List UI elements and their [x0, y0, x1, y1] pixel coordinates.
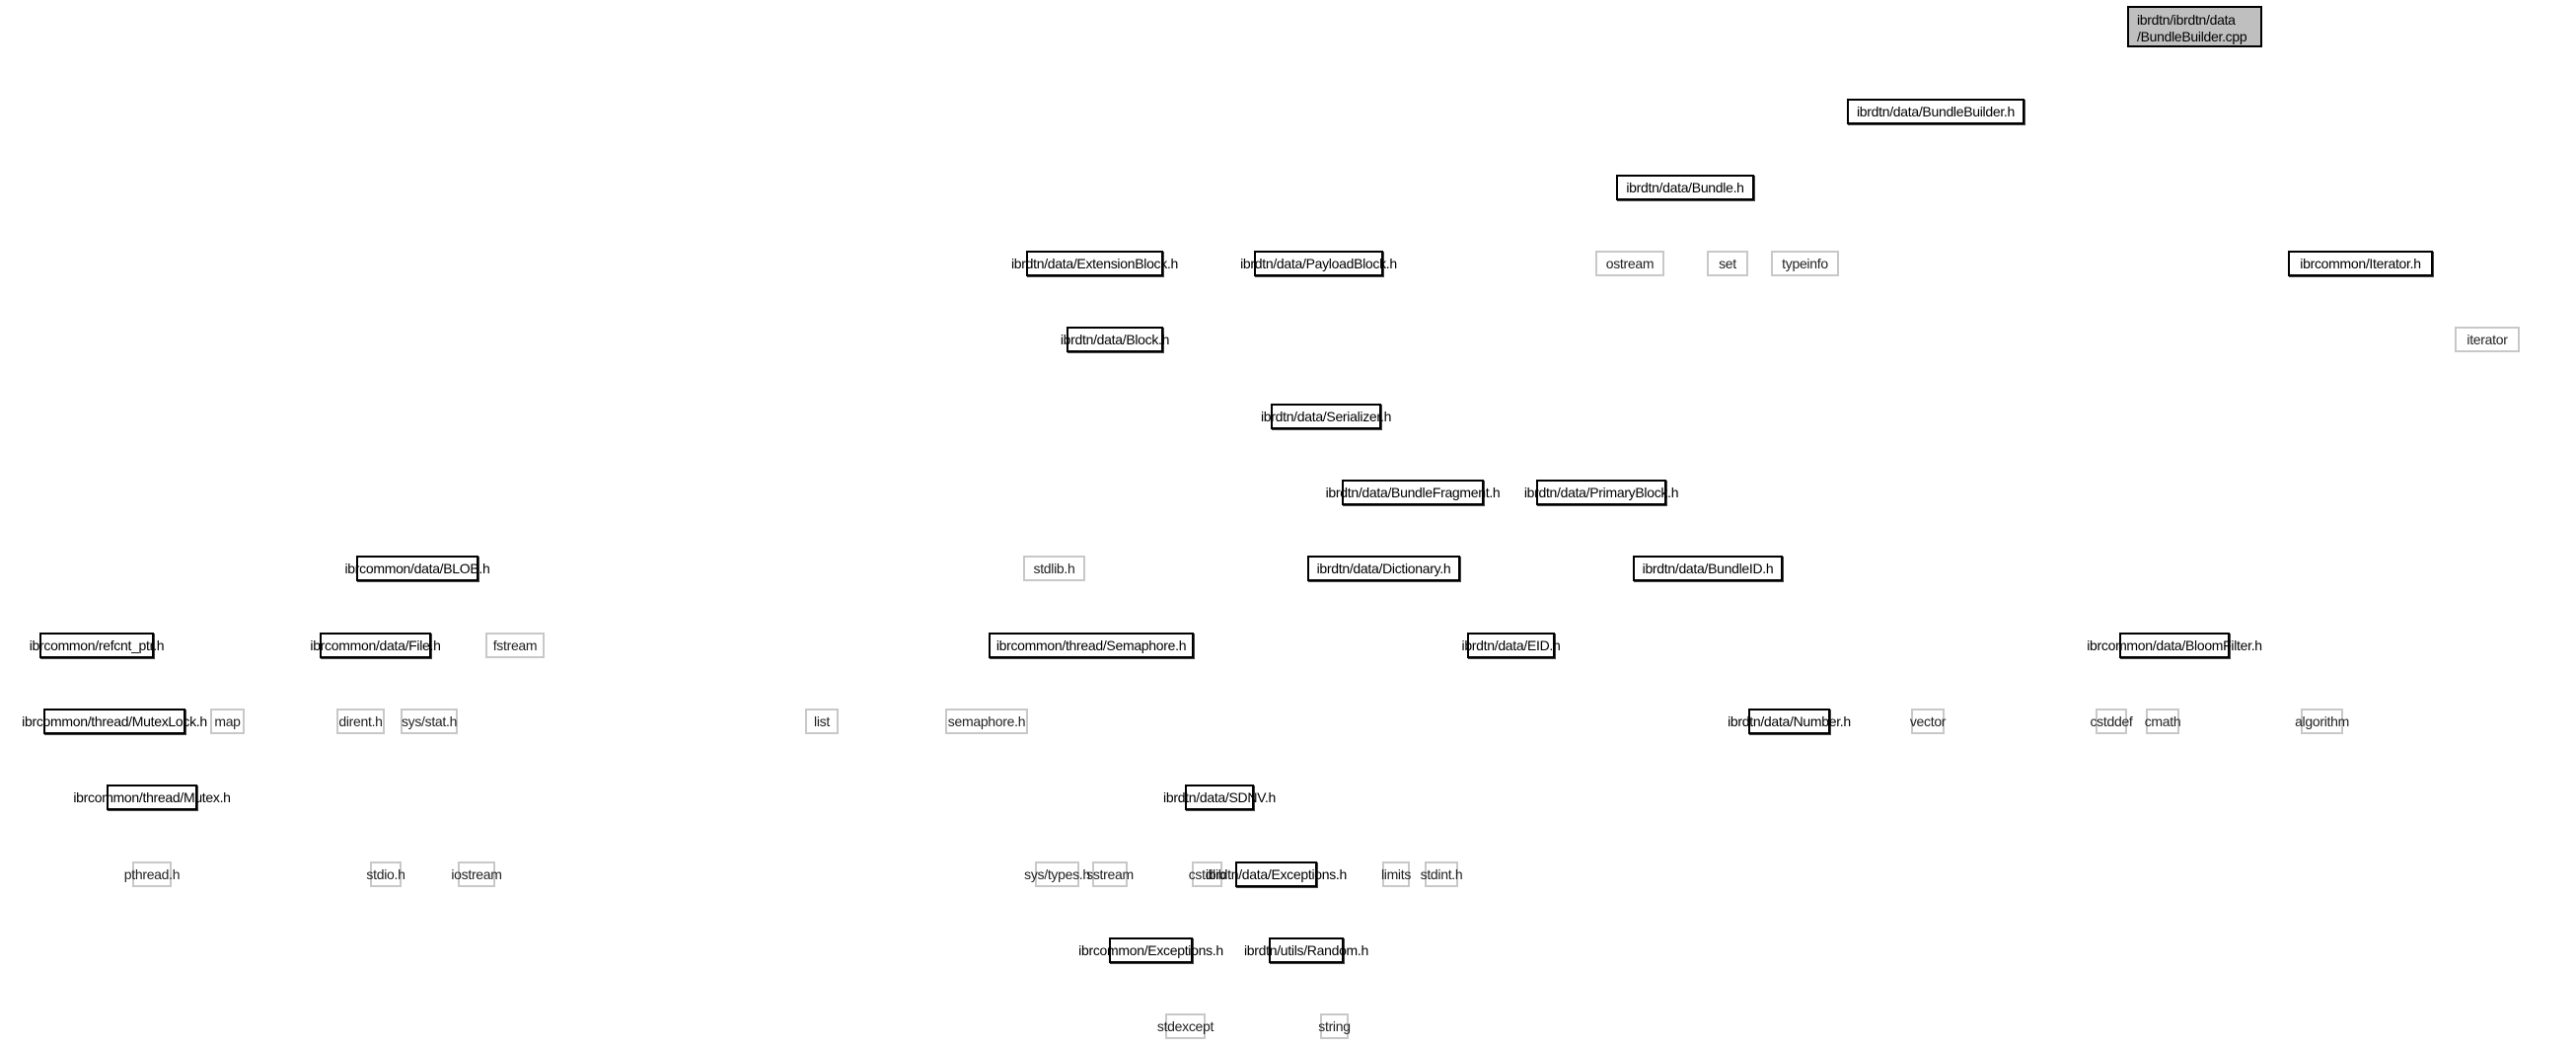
- node-refcnt-ptr-h[interactable]: ibrcommon/refcnt_ptr.h: [30, 633, 165, 658]
- node-bundlefragment-h[interactable]: ibrdtn/data/BundleFragment.h: [1326, 480, 1501, 505]
- root-file-path-line1: ibrdtn/ibrdtn/data: [2137, 12, 2236, 28]
- node-stdint-h[interactable]: stdint.h: [1421, 861, 1463, 887]
- node-fstream[interactable]: fstream: [485, 633, 545, 658]
- node-semaphore-h[interactable]: semaphore.h: [945, 709, 1028, 734]
- node-mutex-h[interactable]: ibrcommon/thread/Mutex.h: [73, 785, 231, 810]
- node-bundle-h[interactable]: ibrdtn/data/Bundle.h: [1616, 175, 1754, 200]
- node-cstddef[interactable]: cstddef: [2090, 709, 2133, 734]
- node-bundlebuilder-h[interactable]: ibrdtn/data/BundleBuilder.h: [1847, 99, 2024, 124]
- node-ibrcommon-exceptions-h[interactable]: ibrcommon/Exceptions.h: [1078, 937, 1223, 963]
- node-cmath[interactable]: cmath: [2145, 709, 2181, 734]
- node-number-h[interactable]: ibrdtn/data/Number.h: [1728, 709, 1851, 734]
- node-cstdlib[interactable]: cstdlib: [1189, 861, 1226, 887]
- node-sstream[interactable]: sstream: [1086, 861, 1134, 887]
- node-extensionblock-h[interactable]: ibrdtn/data/ExtensionBlock.h: [1011, 251, 1178, 276]
- node-mutexlock-h[interactable]: ibrcommon/thread/MutexLock.h: [22, 709, 207, 734]
- node-limits[interactable]: limits: [1381, 861, 1411, 887]
- node-dictionary-h[interactable]: ibrdtn/data/Dictionary.h: [1307, 556, 1460, 581]
- node-data-exceptions-h[interactable]: ibrdtn/data/Exceptions.h: [1206, 861, 1347, 887]
- node-ibrcommon-iterator-h[interactable]: ibrcommon/Iterator.h: [2288, 251, 2433, 276]
- node-random-h[interactable]: ibrdtn/utils/Random.h: [1244, 937, 1368, 963]
- node-bloomfilter-h[interactable]: ibrcommon/data/BloomFilter.h: [2087, 633, 2262, 658]
- node-string[interactable]: string: [1318, 1013, 1351, 1039]
- node-iterator[interactable]: iterator: [2455, 327, 2520, 352]
- node-set[interactable]: set: [1707, 251, 1748, 276]
- node-sys-types-h[interactable]: sys/types.h: [1024, 861, 1090, 887]
- node-list[interactable]: list: [805, 709, 839, 734]
- node-semaphore-hh[interactable]: ibrcommon/thread/Semaphore.h: [989, 633, 1194, 658]
- node-pthread-h[interactable]: pthread.h: [124, 861, 181, 887]
- node-serializer-h[interactable]: ibrdtn/data/Serializer.h: [1261, 404, 1391, 429]
- node-stdlib-h[interactable]: stdlib.h: [1023, 556, 1085, 581]
- node-typeinfo[interactable]: typeinfo: [1771, 251, 1839, 276]
- node-blob-h[interactable]: ibrcommon/data/BLOB.h: [345, 556, 490, 581]
- node-stdio-h[interactable]: stdio.h: [366, 861, 405, 887]
- root-file-node[interactable]: ibrdtn/ibrdtn/data /BundleBuilder.cpp: [2127, 6, 2262, 47]
- node-stdexcept[interactable]: stdexcept: [1157, 1013, 1214, 1039]
- node-vector[interactable]: vector: [1910, 709, 1946, 734]
- node-ostream[interactable]: ostream: [1595, 251, 1664, 276]
- node-iostream[interactable]: iostream: [451, 861, 502, 887]
- node-eid-h[interactable]: ibrdtn/data/EID.h: [1462, 633, 1561, 658]
- node-bundleid-h[interactable]: ibrdtn/data/BundleID.h: [1633, 556, 1783, 581]
- root-file-path-line2: /BundleBuilder.cpp: [2137, 29, 2247, 44]
- node-dirent-h[interactable]: dirent.h: [336, 709, 385, 734]
- node-primaryblock-h[interactable]: ibrdtn/data/PrimaryBlock.h: [1524, 480, 1679, 505]
- node-sdnv-h[interactable]: ibrdtn/data/SDNV.h: [1163, 785, 1276, 810]
- node-block-h[interactable]: ibrdtn/data/Block.h: [1061, 327, 1169, 352]
- node-map[interactable]: map: [210, 709, 245, 734]
- node-file-h[interactable]: ibrcommon/data/File.h: [310, 633, 441, 658]
- node-payloadblock-h[interactable]: ibrdtn/data/PayloadBlock.h: [1240, 251, 1397, 276]
- node-algorithm[interactable]: algorithm: [2295, 709, 2349, 734]
- node-sys-stat-h[interactable]: sys/stat.h: [401, 709, 458, 734]
